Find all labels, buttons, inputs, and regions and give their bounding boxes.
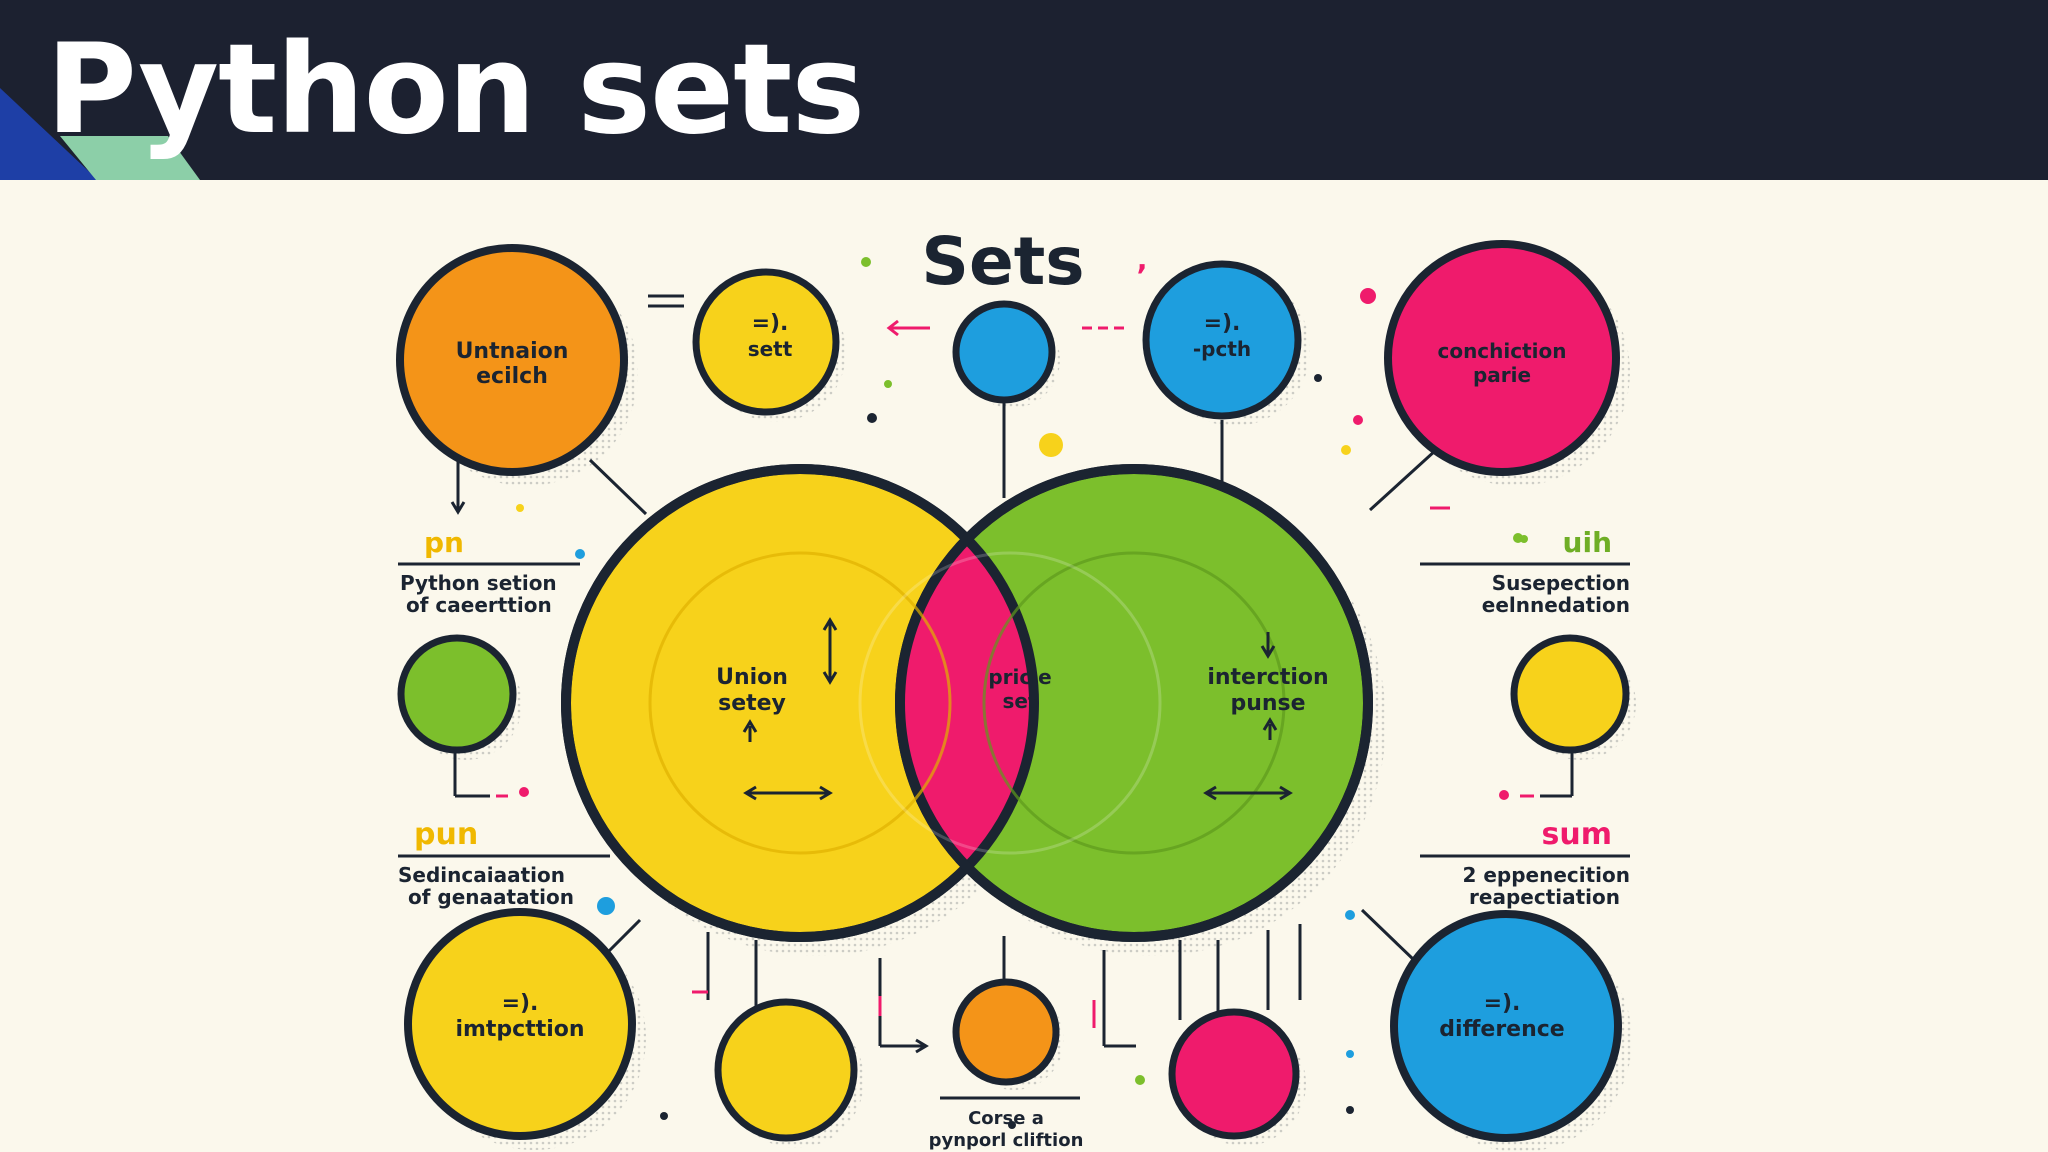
side-label-right-bottom-line-1: 2 eppenecition	[1462, 863, 1630, 887]
bubble-bottom-small-left	[714, 998, 864, 1148]
venn-arrows	[742, 617, 1293, 801]
venn-left-label-2: setey	[718, 691, 786, 716]
side-label-left-top-word: pn	[424, 526, 464, 559]
bubble-top-small-right-label-1: =).	[1204, 311, 1241, 336]
accent-triangle-mint	[60, 136, 200, 180]
bubble-bottom-small-right	[1168, 1008, 1306, 1146]
bottom-connectors	[453, 732, 1574, 1100]
bubble-left-middle	[397, 634, 522, 760]
footer-caption-line-2: pynporl cliftion	[929, 1130, 1084, 1151]
side-label-left-top-line-1: Python setion	[400, 571, 557, 595]
side-label-right-bottom: sum 2 eppenecition reapectiation	[1462, 817, 1630, 909]
magenta-dashes	[496, 506, 1534, 1028]
side-label-right-top: uih Susepection eelnnedation	[1482, 526, 1630, 617]
bubble-top-right-label-2: parie	[1473, 363, 1531, 387]
confetti-dots	[516, 257, 1523, 1129]
bubble-bottom-right-label-2: difference	[1439, 1017, 1564, 1042]
side-label-left-bottom-line-1: Sedincaiaation	[398, 863, 565, 887]
bubble-top-small-left-label-2: sett	[748, 337, 793, 361]
bubble-bottom-right-label-1: =).	[1484, 991, 1521, 1016]
side-label-left-bottom-word: pun	[414, 817, 478, 852]
side-label-left-bottom: pun Sedincaiaation of genaatation	[398, 817, 574, 909]
side-label-right-top-line-1: Susepection	[1492, 571, 1630, 595]
title-bar: Python sets	[0, 0, 2048, 180]
venn-middle-label-1: pricle	[988, 665, 1051, 689]
venn-left-label-1: Union	[716, 665, 788, 690]
side-rules	[398, 562, 1630, 858]
bubble-top-small-right-label-2: -pcth	[1193, 337, 1251, 361]
diagram-heading: Sets	[921, 223, 1084, 300]
bubble-bottom-left: =). imtpcttion	[404, 908, 646, 1150]
corner-accent-shapes	[0, 88, 200, 180]
side-label-left-top: pn Python setion of caeerttion	[400, 526, 557, 617]
bubble-bottom-left-label-1: =).	[502, 991, 539, 1016]
top-connectors	[450, 294, 1438, 516]
venn-right-label-2: punse	[1230, 691, 1305, 716]
heading-mark: ‚	[1136, 243, 1147, 278]
bubble-top-left-label-1: Untnaion	[456, 339, 569, 364]
bubble-right-middle	[1510, 634, 1636, 760]
bubble-top-center	[952, 300, 1060, 408]
bubble-top-small-left: =). sett	[692, 268, 846, 422]
side-label-left-bottom-line-2: of genaatation	[408, 885, 574, 909]
bubble-top-left: Untnaion ecilch	[396, 244, 638, 486]
sets-diagram: Sets ‚	[396, 223, 1636, 1152]
bubble-top-right: conchiction parie	[1384, 240, 1630, 486]
side-label-right-top-word: uih	[1563, 526, 1612, 559]
bubble-top-small-right: =). -pcth	[1142, 260, 1310, 426]
bubble-bottom-center	[952, 978, 1064, 1090]
accent-triangle-blue	[0, 88, 98, 180]
bubble-bottom-right: =). difference	[1390, 910, 1632, 1152]
side-label-right-bottom-word: sum	[1542, 817, 1612, 852]
venn-middle-label-2: set	[1002, 689, 1037, 713]
bubble-top-right-label-1: conchiction	[1437, 339, 1566, 363]
venn-right-label-1: interction	[1207, 665, 1328, 690]
bubble-bottom-left-label-2: imtpcttion	[455, 1017, 584, 1042]
bubble-top-left-label-2: ecilch	[476, 364, 548, 389]
bubble-top-small-left-label-1: =).	[752, 311, 789, 336]
slide-title: Python sets	[46, 18, 865, 162]
side-label-right-bottom-line-2: reapectiation	[1469, 885, 1620, 909]
side-label-left-top-line-2: of caeerttion	[406, 593, 552, 617]
venn-diagram: Union setey pricle set interction punse	[561, 464, 1386, 956]
footer-caption-line-1: Corse a	[968, 1108, 1044, 1129]
side-label-right-top-line-2: eelnnedation	[1482, 593, 1630, 617]
